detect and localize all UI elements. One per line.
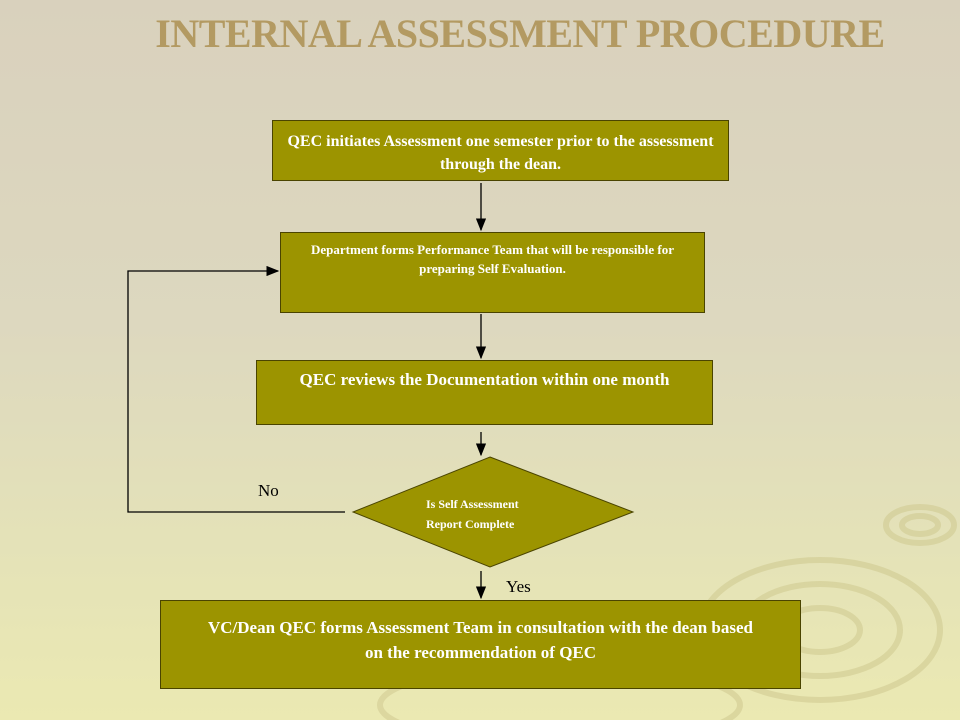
decision-diamond bbox=[351, 456, 635, 568]
decision-text: Is Self Assessment Report Complete bbox=[410, 494, 586, 535]
arrow-no-loop bbox=[127, 265, 345, 513]
step-qec-reviews: QEC reviews the Documentation within one… bbox=[256, 360, 713, 425]
page-title: INTERNAL ASSESSMENT PROCEDURE bbox=[155, 11, 885, 56]
step1-text: QEC initiates Assessment one semester pr… bbox=[287, 133, 714, 174]
decision-line2: Report Complete bbox=[426, 517, 515, 532]
decision-line1: Is Self Assessment bbox=[426, 497, 519, 511]
edge-label-yes: Yes bbox=[506, 577, 531, 596]
step2-text: Department forms Performance Team that w… bbox=[311, 242, 674, 276]
step4-text: VC/Dean QEC forms Assessment Team in con… bbox=[208, 618, 753, 662]
step-department-forms-team: Department forms Performance Team that w… bbox=[280, 232, 705, 313]
edge-label-no: No bbox=[258, 481, 279, 500]
step-forms-assessment-team: VC/Dean QEC forms Assessment Team in con… bbox=[160, 600, 801, 689]
step3-text: QEC reviews the Documentation within one… bbox=[299, 370, 670, 389]
step-qec-initiates: QEC initiates Assessment one semester pr… bbox=[272, 120, 729, 181]
